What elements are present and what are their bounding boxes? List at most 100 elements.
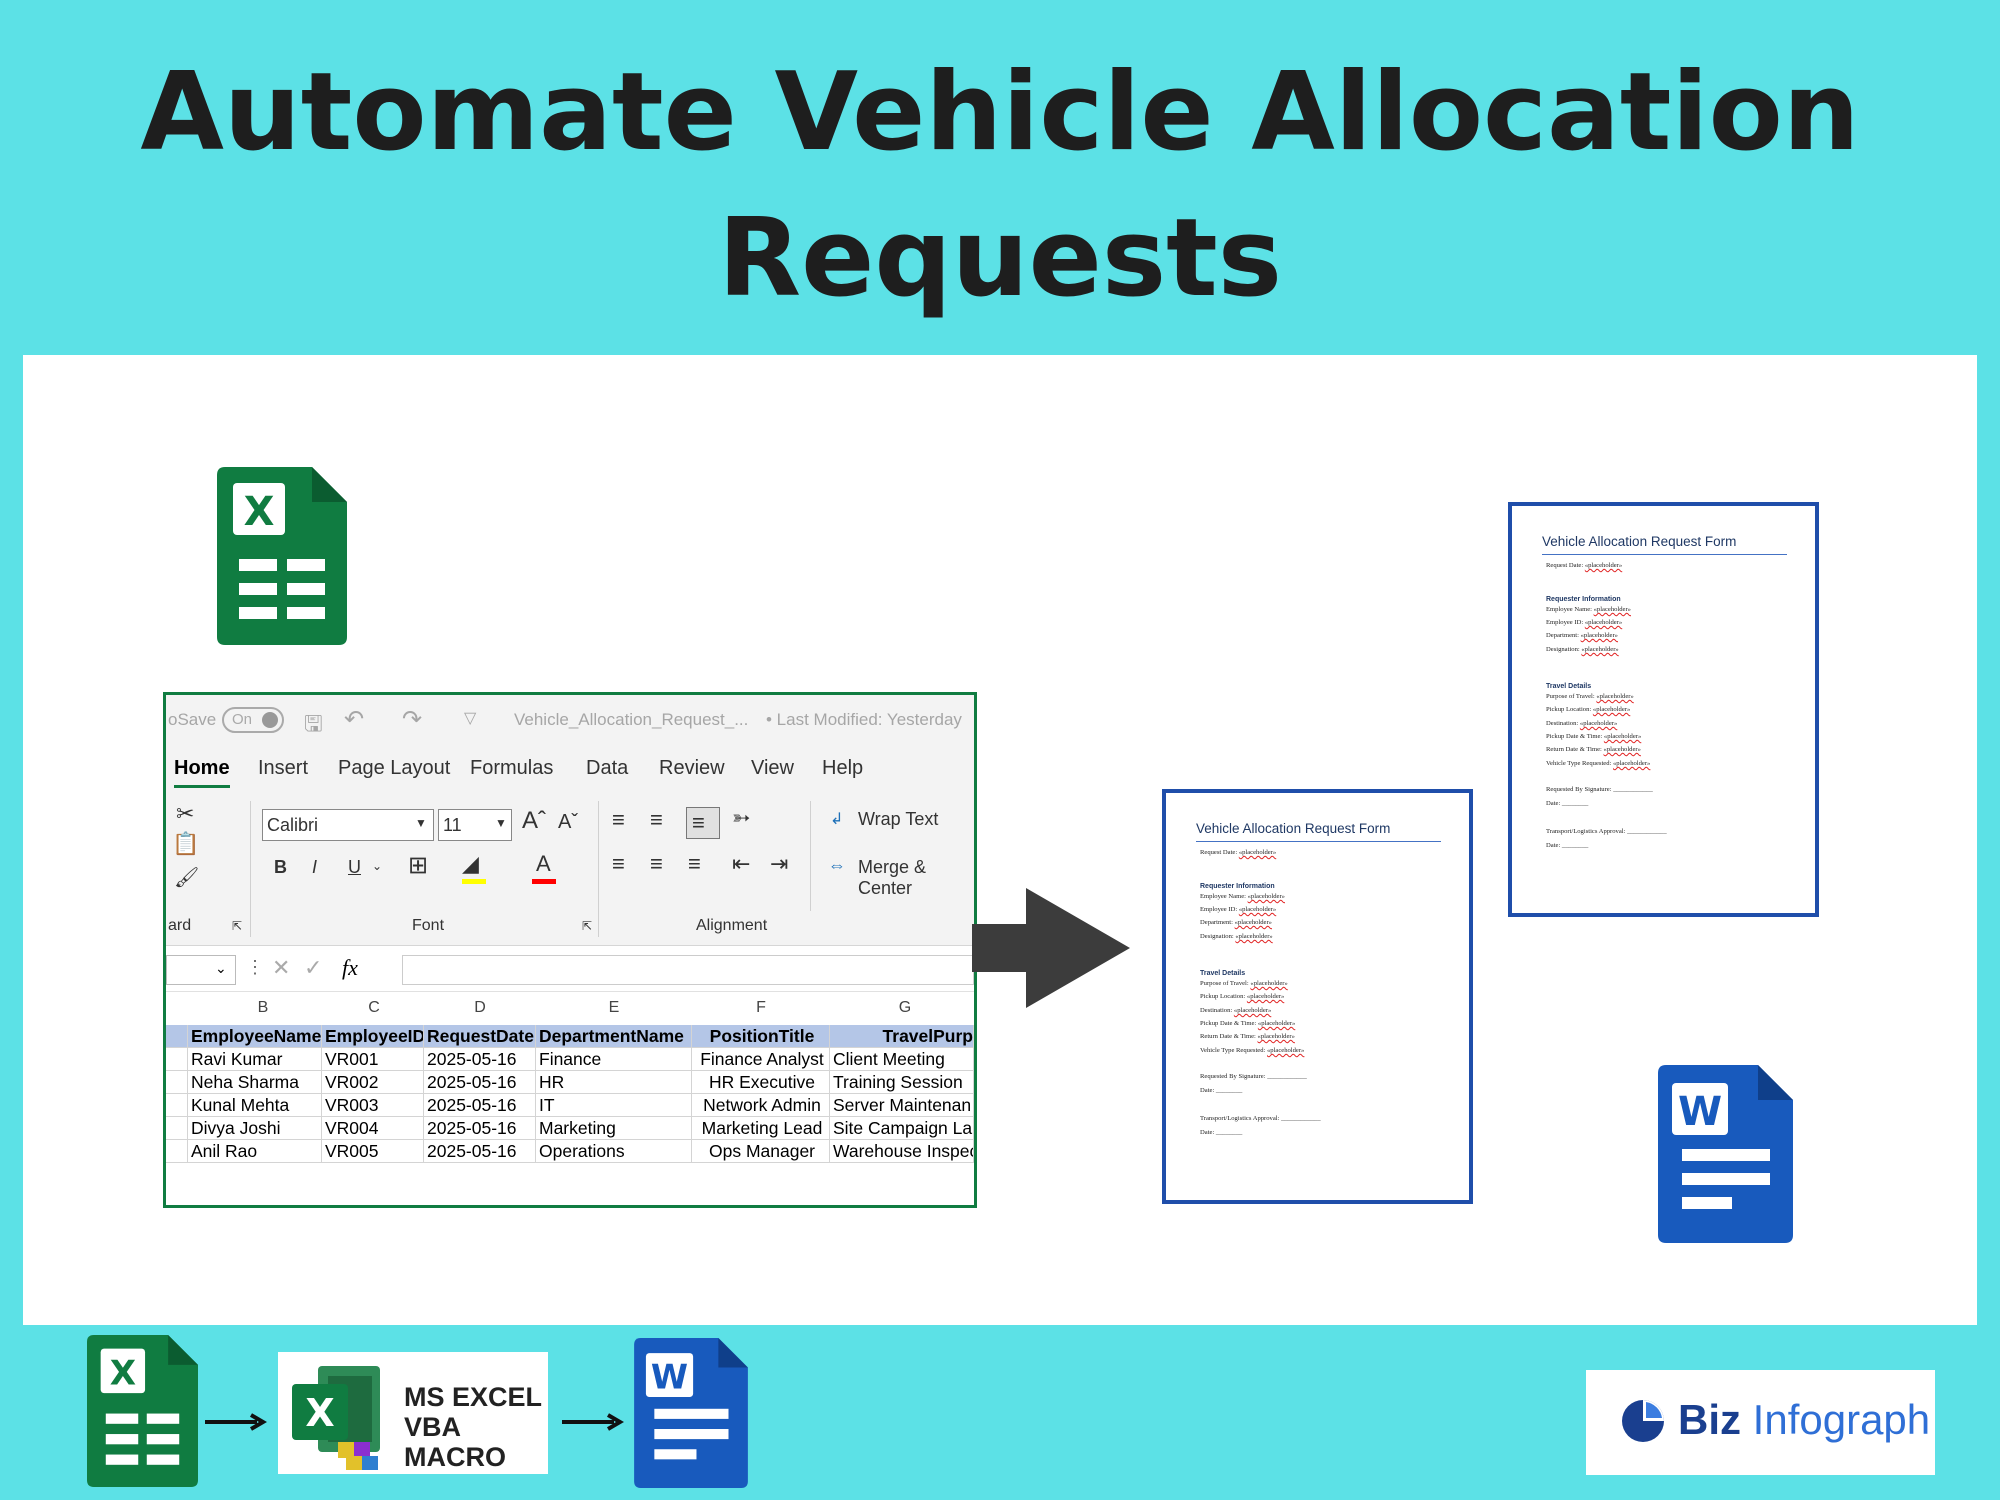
form-title-rule	[1196, 841, 1441, 842]
table-cell[interactable]: Ops Manager	[692, 1140, 830, 1163]
tab-help[interactable]: Help	[822, 757, 864, 779]
table-cell[interactable]: Marketing Lead	[692, 1117, 830, 1140]
table-cell[interactable]: VR005	[322, 1140, 424, 1163]
table-cell[interactable]: Server Maintenan	[830, 1094, 974, 1117]
table-cell[interactable]: VR001	[322, 1048, 424, 1071]
header-cell[interactable]: PositionTitle	[692, 1025, 830, 1048]
header-cell[interactable]: EmployeeName	[188, 1025, 322, 1048]
chevron-down-icon[interactable]: ⌄	[372, 859, 383, 873]
table-cell[interactable]: 2025-05-16	[424, 1094, 536, 1117]
font-launcher-icon[interactable]: ⇱	[582, 919, 593, 933]
save-icon[interactable]: 🖫	[304, 711, 323, 736]
tab-view[interactable]: View	[751, 757, 794, 779]
column-header[interactable]: G	[898, 999, 912, 1016]
font-size-select[interactable]: 11 ▼	[438, 809, 512, 841]
name-box[interactable]: ⌄	[166, 955, 236, 985]
align-middle-icon[interactable]: ≡	[650, 807, 663, 832]
table-cell[interactable]: VR004	[322, 1117, 424, 1140]
table-cell[interactable]: IT	[536, 1094, 692, 1117]
bold-icon[interactable]: B	[274, 857, 287, 877]
table-cell[interactable]: Site Campaign Lau	[830, 1117, 974, 1140]
table-cell[interactable]: Operations	[536, 1140, 692, 1163]
form-line: Purpose of Travel: «placeholder»	[1200, 980, 1288, 987]
table-cell[interactable]: Warehouse Inspec	[830, 1140, 974, 1163]
tab-review[interactable]: Review	[659, 757, 725, 779]
table-cell[interactable]: HR	[536, 1071, 692, 1094]
table-cell[interactable]: Divya Joshi	[188, 1117, 322, 1140]
column-header[interactable]: E	[608, 999, 620, 1016]
form-line: Date: ________	[1200, 1129, 1243, 1136]
table-cell[interactable]: VR003	[322, 1094, 424, 1117]
table-cell[interactable]: 2025-05-16	[424, 1071, 536, 1094]
merge-center-button[interactable]: Merge & Center	[858, 857, 927, 898]
fill-color-icon[interactable]: ◢	[462, 851, 479, 876]
tab-insert[interactable]: Insert	[258, 757, 309, 779]
excel-small-icon: X	[87, 1335, 198, 1487]
header-cell[interactable]: RequestDate	[424, 1025, 536, 1048]
redo-icon[interactable]: ↷	[402, 706, 423, 733]
table-cell[interactable]: 2025-05-16	[424, 1048, 536, 1071]
column-header[interactable]: F	[756, 999, 766, 1016]
tab-formulas[interactable]: Formulas	[470, 757, 554, 779]
word-icon-letter: W	[651, 1358, 688, 1397]
align-bottom-button[interactable]: ≡	[686, 807, 720, 839]
form-line: Pickup Date & Time: «placeholder»	[1200, 1020, 1296, 1027]
table-cell[interactable]: Network Admin	[692, 1094, 830, 1117]
orientation-icon[interactable]: ➳	[732, 805, 751, 830]
table-cell[interactable]: HR Executive	[692, 1071, 830, 1094]
table-cell[interactable]: Training Session	[830, 1071, 974, 1094]
column-header[interactable]: C	[368, 999, 380, 1016]
header-cell[interactable]: DepartmentName	[536, 1025, 692, 1048]
table-cell[interactable]: Ravi Kumar	[188, 1048, 322, 1071]
format-painter-icon[interactable]: 🖌	[174, 867, 200, 889]
table-cell[interactable]: 2025-05-16	[424, 1117, 536, 1140]
undo-icon[interactable]: ↶	[344, 706, 365, 733]
font-name-select[interactable]: Calibri ▼	[262, 809, 434, 841]
table-cell[interactable]: Finance	[536, 1048, 692, 1071]
align-right-icon[interactable]: ≡	[688, 851, 701, 876]
increase-indent-icon[interactable]: ⇥	[770, 851, 789, 876]
table-cell[interactable]: Anil Rao	[188, 1140, 322, 1163]
form-document-back: Vehicle Allocation Request Form Request …	[1508, 502, 1819, 917]
table-cell[interactable]: Marketing	[536, 1117, 692, 1140]
column-header[interactable]: D	[474, 999, 486, 1016]
excel-icon-letter: X	[244, 489, 275, 535]
cancel-icon[interactable]: ✕	[272, 955, 291, 980]
group-divider	[250, 801, 251, 937]
table-cell[interactable]: Kunal Mehta	[188, 1094, 322, 1117]
table-cell[interactable]: 2025-05-16	[424, 1140, 536, 1163]
italic-icon[interactable]: I	[312, 857, 318, 877]
clipboard-launcher-icon[interactable]: ⇱	[232, 919, 243, 933]
formula-input[interactable]	[402, 955, 974, 985]
align-center-icon[interactable]: ≡	[650, 851, 663, 876]
cut-icon[interactable]: ✂	[176, 801, 195, 826]
row-header	[166, 1025, 188, 1048]
autosave-toggle[interactable]: On	[222, 707, 284, 733]
font-color-icon[interactable]: A	[536, 851, 551, 876]
tab-home[interactable]: Home	[174, 757, 230, 779]
paste-icon[interactable]: 📋	[172, 831, 200, 856]
align-left-icon[interactable]: ≡	[612, 851, 625, 876]
table-cell[interactable]: Client Meeting	[830, 1048, 974, 1071]
tab-page-layout[interactable]: Page Layout	[338, 757, 451, 779]
table-cell[interactable]: VR002	[322, 1071, 424, 1094]
align-top-icon[interactable]: ≡	[612, 807, 625, 832]
underline-icon[interactable]: U	[348, 857, 361, 877]
header-cell[interactable]: EmployeeID	[322, 1025, 424, 1048]
insert-function-button[interactable]: fx	[342, 955, 358, 980]
increase-font-icon[interactable]: Aˆ	[522, 807, 546, 834]
confirm-icon[interactable]: ✓	[304, 955, 323, 980]
column-header[interactable]: B	[257, 999, 269, 1016]
tab-data[interactable]: Data	[586, 757, 629, 779]
more-icon: ⋮	[246, 957, 264, 977]
table-cell[interactable]: Neha Sharma	[188, 1071, 322, 1094]
table-cell[interactable]: Finance Analyst	[692, 1048, 830, 1071]
decrease-indent-icon[interactable]: ⇤	[732, 851, 751, 876]
customize-qat-icon[interactable]: ▽	[464, 710, 477, 727]
header-cell[interactable]: TravelPurp	[830, 1025, 974, 1048]
form-line: Department: «placeholder»	[1200, 919, 1272, 926]
autosave-label: oSave	[168, 710, 217, 729]
decrease-font-icon[interactable]: Aˇ	[558, 811, 578, 833]
wrap-text-button[interactable]: Wrap Text	[858, 809, 939, 829]
borders-icon[interactable]: ⊞	[408, 852, 429, 879]
